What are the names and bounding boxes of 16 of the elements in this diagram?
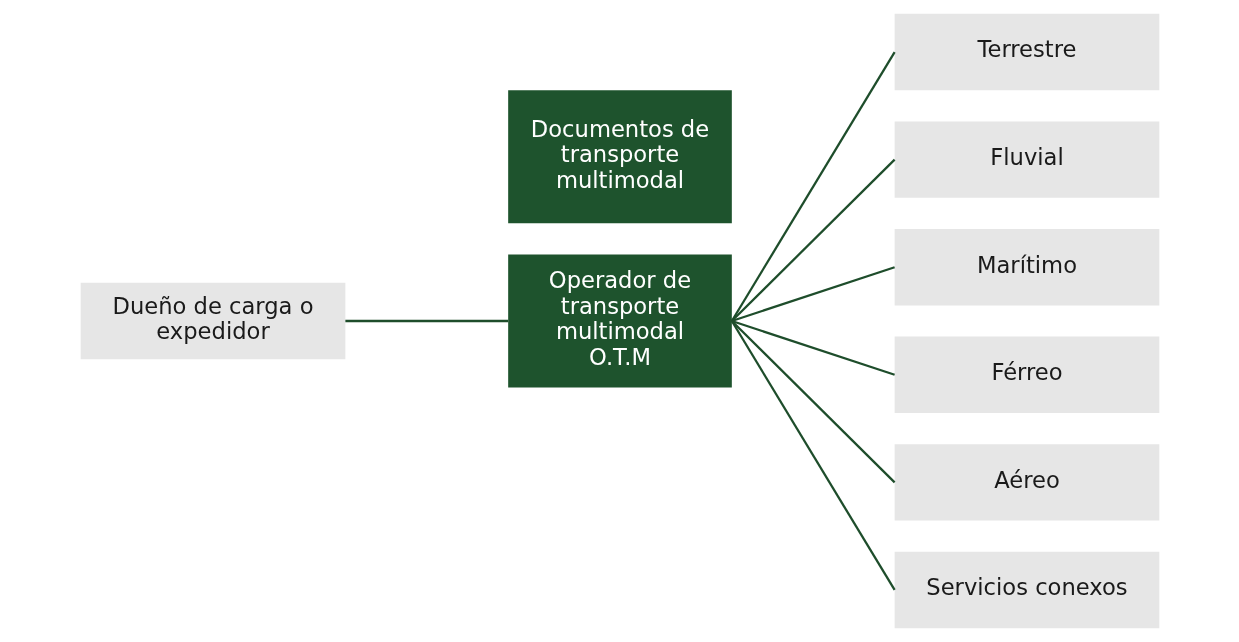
connector xyxy=(730,320,896,591)
node-box: Terrestre xyxy=(894,13,1159,91)
node-box: Marítimo xyxy=(894,229,1159,306)
node-box: Documentos de transporte multimodal xyxy=(507,90,732,224)
connector xyxy=(344,319,508,323)
connector xyxy=(730,320,895,484)
node-box: Fluvial xyxy=(894,121,1159,198)
connector xyxy=(730,51,896,322)
node-box: Operador de transporte multimodal O.T.M xyxy=(507,254,732,388)
node-box: Aéreo xyxy=(894,444,1159,521)
connector xyxy=(730,158,895,322)
node-box: Férreo xyxy=(894,336,1159,413)
node-box: Dueño de carga o expedidor xyxy=(80,282,345,360)
connector xyxy=(730,266,895,323)
node-box: Servicios conexos xyxy=(894,551,1159,629)
connector xyxy=(730,319,895,376)
